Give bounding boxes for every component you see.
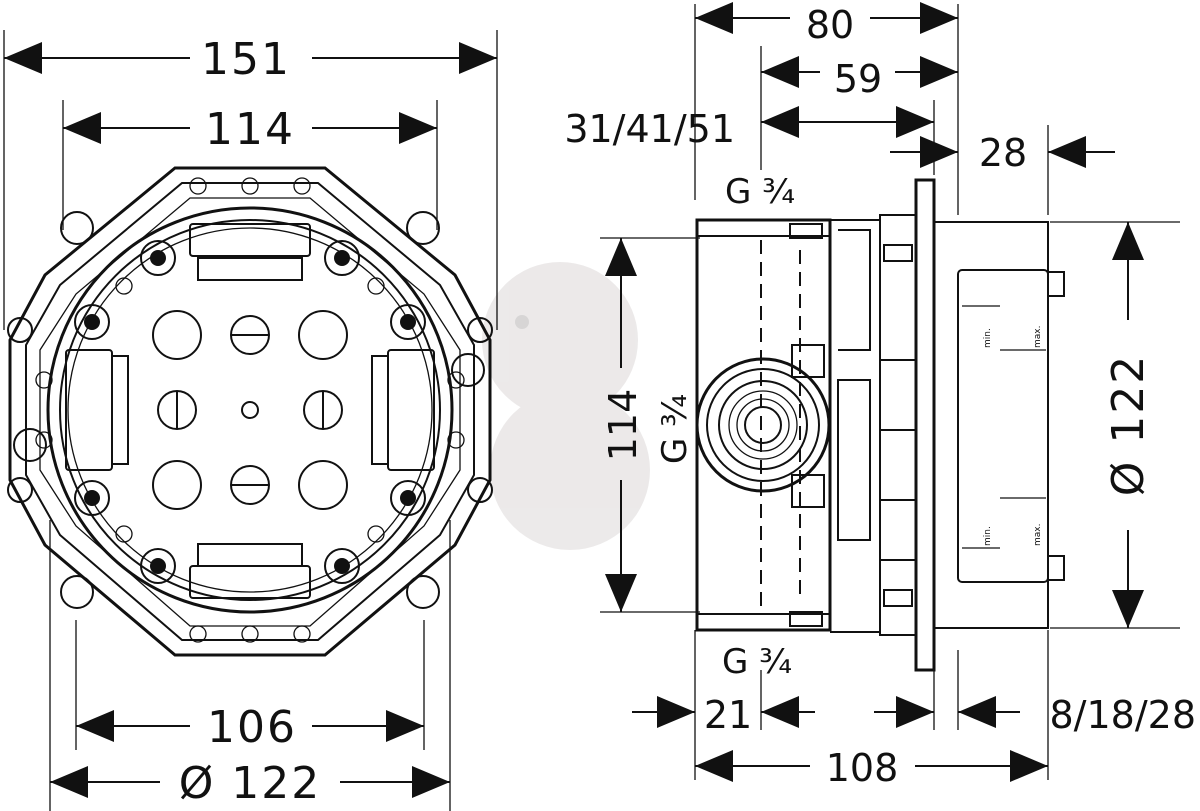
dim-114-vertical-label: 114	[601, 389, 645, 462]
dim-80: 80	[695, 2, 958, 47]
dim-114-top: 114	[63, 104, 437, 155]
dim-8-18-28-label: 8/18/28	[1050, 693, 1197, 737]
marker-min-bottom: min.	[983, 526, 993, 546]
dim-59-label: 59	[834, 57, 882, 101]
dim-21-label: 21	[704, 693, 752, 737]
marker-min-top: min.	[983, 328, 993, 348]
dim-31-41-51-label: 31/41/51	[564, 107, 735, 151]
dim-8-18-28: 8/18/28	[874, 693, 1196, 737]
dim-80-label: 80	[806, 3, 854, 47]
marker-max-top: max.	[1033, 326, 1043, 348]
watermark-logo	[482, 262, 650, 550]
marker-max-bottom: max.	[1033, 524, 1043, 546]
dim-108: 108	[695, 746, 1048, 790]
dim-114-vertical: 114	[601, 238, 645, 612]
front-view: 151 114 106 Ø 122	[3, 30, 498, 811]
dim-151-label: 151	[201, 34, 291, 85]
dim-106: 106	[76, 702, 424, 753]
screw-bosses	[35, 177, 465, 643]
box-side-profile	[695, 178, 1065, 672]
dim-106-label: 106	[207, 702, 297, 753]
dim-diameter-122-label: Ø 122	[179, 758, 322, 809]
dim-108-label: 108	[826, 746, 899, 790]
dim-28-label: 28	[979, 131, 1027, 175]
dim-diameter-122: Ø 122	[50, 758, 450, 809]
depth-markers: min. max. min. max.	[962, 305, 1046, 549]
dim-diameter-122-vertical-label: Ø 122	[1103, 354, 1154, 497]
dim-59: 59	[761, 56, 958, 101]
dim-31-41-51: 31/41/51	[564, 106, 934, 151]
dim-diameter-122-vertical: Ø 122	[1103, 222, 1154, 628]
dim-114-label: 114	[205, 104, 295, 155]
mounting-ears	[7, 211, 493, 609]
thread-top-label: G ¾	[725, 172, 795, 212]
dim-151: 151	[4, 34, 497, 85]
thread-bottom-label: G ¾	[722, 642, 792, 682]
rail-brackets	[65, 223, 435, 599]
dim-21: 21	[632, 693, 815, 737]
knockout-plugs	[152, 310, 348, 510]
dim-28: 28	[890, 131, 1115, 175]
side-view: 80 59 31/41/51 28 G ¾ G ¾ G ¾	[564, 2, 1196, 790]
thread-side-label: G ¾	[655, 394, 695, 464]
octagon-box-body	[8, 166, 492, 657]
inlet-fitting	[695, 357, 831, 493]
